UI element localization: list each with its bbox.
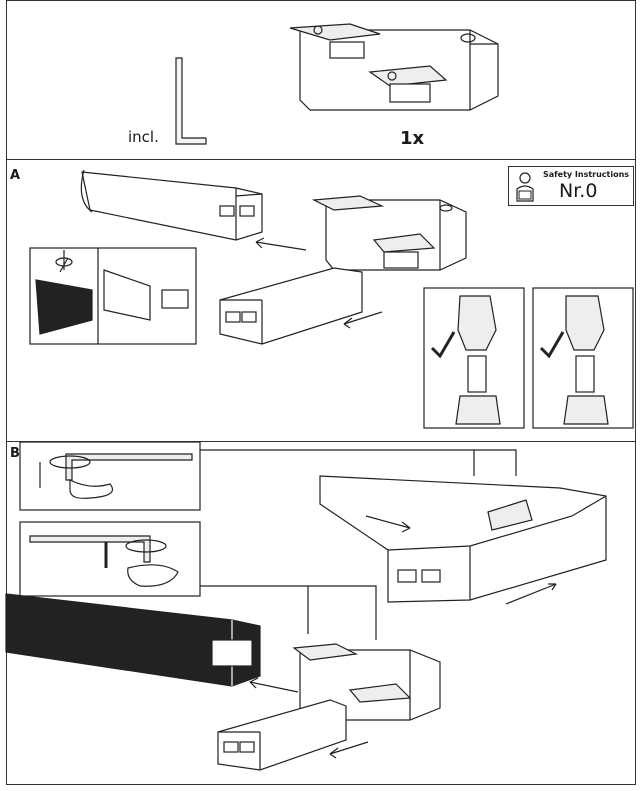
arrow-left-icon-4 [329, 741, 369, 759]
section-b-label: B [10, 446, 20, 461]
long-rail-icon-b [5, 593, 261, 687]
arrow-left-icon-3 [249, 677, 299, 693]
corner-rail-assembly [319, 475, 607, 603]
arrow-left-icon-2 [343, 311, 383, 329]
tighten-inset [19, 441, 201, 511]
arrow-right-icon [365, 515, 557, 605]
long-rail-icon [80, 169, 263, 241]
loosen-inset [19, 521, 201, 597]
end-cap-inset [29, 247, 197, 345]
arrow-left-icon [255, 237, 307, 251]
connector-icon-a [311, 195, 467, 271]
quantity-label: 1x [400, 128, 425, 149]
safety-instructions-box: Safety Instructions Nr.0 [508, 166, 634, 206]
short-rail-icon-b [217, 699, 347, 771]
section-a [6, 160, 636, 442]
safety-number: Nr.0 [559, 180, 598, 202]
included-label: incl. [128, 128, 159, 146]
check-inset-right [532, 287, 634, 429]
safety-title: Safety Instructions [543, 170, 630, 179]
allen-key-icon [175, 57, 207, 145]
section-a-label: A [10, 168, 21, 183]
section-top [6, 0, 636, 160]
reading-person-icon [516, 172, 534, 202]
check-inset-left [423, 287, 525, 429]
manual-page-frame [6, 0, 636, 785]
connector-icon [289, 23, 499, 111]
short-rail-icon [219, 267, 363, 345]
